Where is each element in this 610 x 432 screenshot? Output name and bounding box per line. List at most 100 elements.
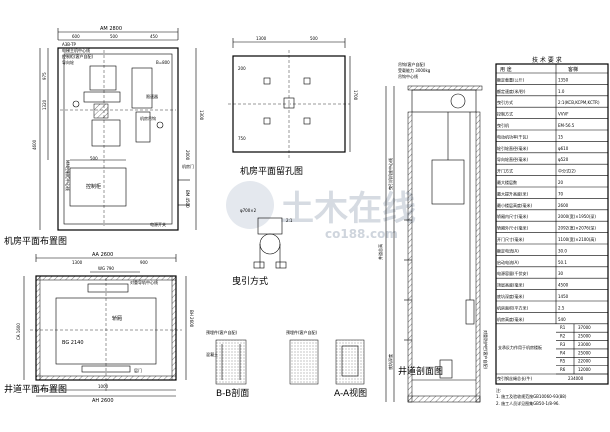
mr-note-guide: 导向轮 (62, 59, 74, 65)
spec-row-value: EM-56.5 (558, 123, 575, 128)
title-machine-room-plan: 机房平面布置图 (4, 235, 67, 247)
watermark-text: 土木在线 (280, 189, 416, 229)
mr-dim-1320: 1320 (42, 99, 47, 110)
spec-row-value: 2:1(KCB,KCPM,KCTR) (558, 100, 600, 105)
spec-total-value: 234000 (568, 376, 584, 381)
spec-force-value: 22000 (578, 359, 591, 364)
bb-label-concrete: 混凝土 (206, 351, 218, 357)
ss-note-machine: 曳引机机座中心线 (387, 158, 393, 190)
spec-row-value: 70 (558, 191, 564, 196)
spec-row-value: 2092(宽)×2076(深) (558, 225, 596, 231)
spec-force-key: R2 (560, 334, 566, 339)
mr-dim-2: 500 (110, 34, 118, 39)
title-traction: 曳引方式 (232, 275, 268, 287)
mr-label-power: 电源开关 (150, 221, 166, 227)
shaft-label-car: 轿厢 (112, 315, 122, 322)
mr-label-cabinet: 控制柜 (86, 183, 101, 190)
spec-row-label: 轿厢外尺寸(毫米) (497, 225, 529, 231)
ss-note-hook: 吊钩(客户自配) (398, 61, 426, 67)
spec-row-value: 1350 (558, 77, 569, 82)
title-view-aa: A-A视图 (334, 387, 367, 399)
traction-note-1: φ700×2 (240, 208, 257, 213)
section-bb: 预埋件(客户自配) 混凝土 B-B剖面 (206, 329, 249, 399)
shaft-dim-900: 900 (140, 260, 148, 265)
spec-row-label: 顶层高度(毫米) (497, 282, 525, 288)
spec-force-key: R4 (560, 350, 566, 355)
spec-note-1: 1. 施工及验收规范按GB10060-93(88) (496, 393, 567, 399)
shaft-dim-bh: BH 2600 (189, 310, 194, 328)
spec-row-value: 20 (558, 180, 564, 185)
spec-row-label: 机房高度(毫米) (497, 316, 525, 322)
spec-force-value: 37000 (578, 325, 591, 330)
mr-dim-4500: BM 4500 (185, 190, 190, 208)
shaft-dim-1000: 1000 (98, 384, 109, 389)
spec-row-label: 额定载重(公斤) (497, 76, 525, 82)
spec-row-label: 开门方式 (497, 168, 513, 174)
spec-row-label: 机房面积(平方米) (497, 304, 529, 310)
view-aa: 预埋件(客户自配) A-A视图 (286, 329, 367, 399)
spec-force-key: R1 (560, 325, 566, 330)
ss-note-hookline: 吊钩中心线 (398, 73, 418, 79)
title-machine-room-holes: 机房平面留孔图 (240, 165, 303, 177)
mr-note-a3b: A3B-TP (62, 42, 77, 47)
traction-method: φ700×2 2:1 曳引方式 (232, 208, 293, 287)
spec-force-value: 25000 (578, 334, 591, 339)
spec-note-2: 2. 施工人员详见图集GB50-1/8-96. (496, 400, 560, 406)
spec-row-label: 额定速度(米/秒) (497, 88, 526, 94)
mr-dim-975: 975 (42, 72, 47, 80)
spec-row-label: 最大提升高度(米) (497, 190, 529, 196)
holes-dim-750: 750 (238, 136, 246, 141)
title-section-bb: B-B剖面 (216, 387, 249, 399)
spec-header-label: 用 途 (500, 66, 512, 73)
spec-row-label: 曳引方式 (497, 99, 513, 105)
spec-row-value: 50.1 (558, 260, 567, 265)
spec-row-value: 2600 (558, 203, 569, 208)
spec-row-value: VVVF (558, 112, 569, 117)
spec-row-label: 控制方式 (497, 111, 513, 117)
shaft-dim-top: AA 2600 (92, 252, 113, 258)
bb-label-embed: 预埋件(客户自配) (206, 329, 238, 335)
spec-row-value: 15 (558, 134, 564, 139)
ss-note-pit: 底坑深度 (387, 354, 393, 370)
shaft-section: 吊钩(客户自配) 受载能力 3000kg 吊钩中心线 井道总高 曳引机机座中心线… (377, 61, 489, 403)
title-shaft-plan: 井道平面布置图 (4, 383, 67, 395)
spec-force-key: R3 (560, 342, 566, 347)
holes-dim-200: 200 (238, 66, 246, 71)
shaft-plan: AA 2600 1300 900 WG 790 对重导轨中心线 轿厢 BG 21… (4, 252, 194, 404)
machine-room-plan: AM 2800 600 500 450 机房门 500 控制柜 MM控制柜中心线… (4, 26, 204, 247)
spec-row-value: 1450 (558, 294, 569, 299)
spec-row-value: φ610 (558, 146, 569, 151)
shaft-dim-bg: BG 2140 (62, 340, 84, 346)
spec-row-value: 2.5 (558, 305, 565, 310)
spec-force-key: R6 (560, 367, 566, 372)
spec-row-value: 30.0 (558, 248, 567, 253)
mr-dim-1300: 1300 (199, 110, 204, 121)
watermark: 土木在线 co188.com (226, 181, 416, 241)
spec-row-value: 中分式(2) (558, 168, 576, 174)
spec-row-label: 开门尺寸(毫米) (497, 236, 525, 242)
holes-dim-1300: 1300 (256, 36, 267, 41)
spec-rows: 额定载重(公斤) 1350 额定速度(米/秒) 1.0 曳引方式 2:1(KCB,KCPM… (496, 76, 608, 325)
spec-row-value: 1.0 (558, 89, 565, 94)
spec-force-value: 25000 (578, 350, 591, 355)
holes-dim-1700: 1700 (353, 90, 358, 101)
mr-note-door: 机房门 (182, 163, 194, 169)
spec-row-label: 额定电流(A) (497, 247, 519, 253)
spec-row-label: 最小楼层高度(毫米) (497, 202, 533, 208)
spec-row-label: 曳引机 (497, 122, 509, 128)
mr-label-governor: 限速器 (146, 93, 158, 99)
spec-row-label: 轿厢内尺寸(毫米) (497, 213, 529, 219)
mr-note-b800: B=800 (156, 60, 170, 65)
shaft-label-door: 层门 (134, 367, 142, 373)
shaft-dim-ca: CA 1600 (16, 323, 21, 340)
shaft-label-cw: 对重导轨中心线 (130, 279, 158, 285)
spec-row-label: 电源容量(千伏安) (497, 270, 529, 276)
aa-label-embed: 预埋件(客户自配) (286, 329, 318, 335)
ss-note-load: 受载能力 3000kg (398, 67, 431, 73)
spec-row-label: 导向轮直径(毫米) (497, 156, 529, 162)
mr-dim-4600: 4600 (32, 139, 37, 150)
spec-row-label: 电动机功率(千瓦) (497, 133, 529, 139)
watermark-sub: co188.com (325, 227, 398, 241)
